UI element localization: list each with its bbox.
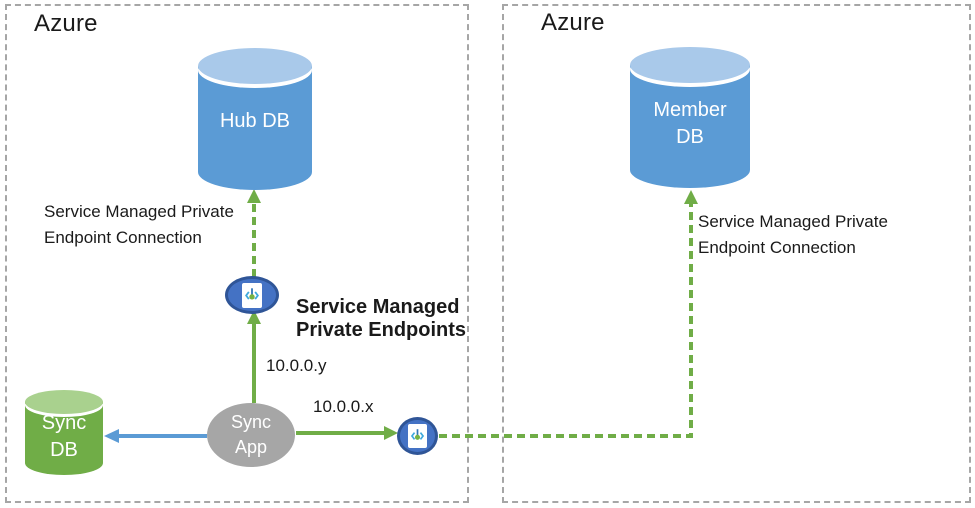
member-db-label-line2: DB bbox=[676, 126, 704, 148]
arrow-sync-app-to-right-endpoint bbox=[296, 426, 398, 440]
private-endpoint-icon bbox=[242, 282, 262, 308]
arrow-sync-app-to-upper-endpoint bbox=[247, 310, 261, 403]
private-endpoint-right bbox=[397, 417, 438, 455]
ip-label-upper: 10.0.0.y bbox=[266, 356, 327, 375]
right-connection-line1: Service Managed Private bbox=[698, 212, 888, 231]
arrow-right-endpoint-to-member-db bbox=[439, 190, 698, 438]
ip-label-right: 10.0.0.x bbox=[313, 397, 374, 416]
member-db-cylinder: Member DB bbox=[630, 47, 750, 188]
member-db-top bbox=[630, 47, 750, 83]
arrow-upper-endpoint-to-hub-db bbox=[247, 189, 261, 277]
sync-db-cylinder: Sync DB bbox=[25, 390, 103, 475]
sync-app-ellipse: Sync App bbox=[207, 403, 295, 467]
azure-region-left-label: Azure bbox=[34, 10, 98, 37]
left-connection-line1: Service Managed Private bbox=[44, 202, 234, 221]
hub-db-label: Hub DB bbox=[219, 110, 291, 132]
sync-app-label-line1: Sync bbox=[230, 412, 272, 432]
azure-region-right bbox=[502, 4, 971, 503]
azure-region-right-label: Azure bbox=[541, 9, 605, 36]
sync-db-label-line2: DB bbox=[50, 439, 78, 461]
endpoints-title-line2: Private Endpoints bbox=[296, 319, 467, 341]
hub-db-cylinder: Hub DB bbox=[198, 48, 312, 190]
sync-app-label-line2: App bbox=[234, 437, 268, 457]
azure-region-left bbox=[5, 4, 469, 503]
member-db-label-line1: Member bbox=[653, 99, 727, 121]
right-connection-line2: Endpoint Connection bbox=[698, 238, 856, 257]
service-managed-private-endpoints-title: Service Managed Private Endpoints bbox=[296, 296, 466, 342]
left-connection-label: Service Managed Private Endpoint Connect… bbox=[44, 199, 234, 251]
hub-db-top bbox=[198, 48, 312, 84]
left-connection-line2: Endpoint Connection bbox=[44, 228, 202, 247]
right-connection-label: Service Managed Private Endpoint Connect… bbox=[698, 209, 888, 261]
private-endpoint-upper bbox=[225, 276, 279, 314]
member-db-label: Member DB bbox=[630, 97, 750, 151]
sync-db-label: Sync DB bbox=[25, 410, 103, 464]
sync-db-label-line1: Sync bbox=[41, 412, 87, 434]
private-endpoint-icon bbox=[408, 424, 427, 448]
arrow-sync-app-to-sync-db bbox=[104, 429, 207, 443]
endpoints-title-line1: Service Managed bbox=[296, 296, 460, 318]
sync-db-top bbox=[25, 390, 103, 414]
